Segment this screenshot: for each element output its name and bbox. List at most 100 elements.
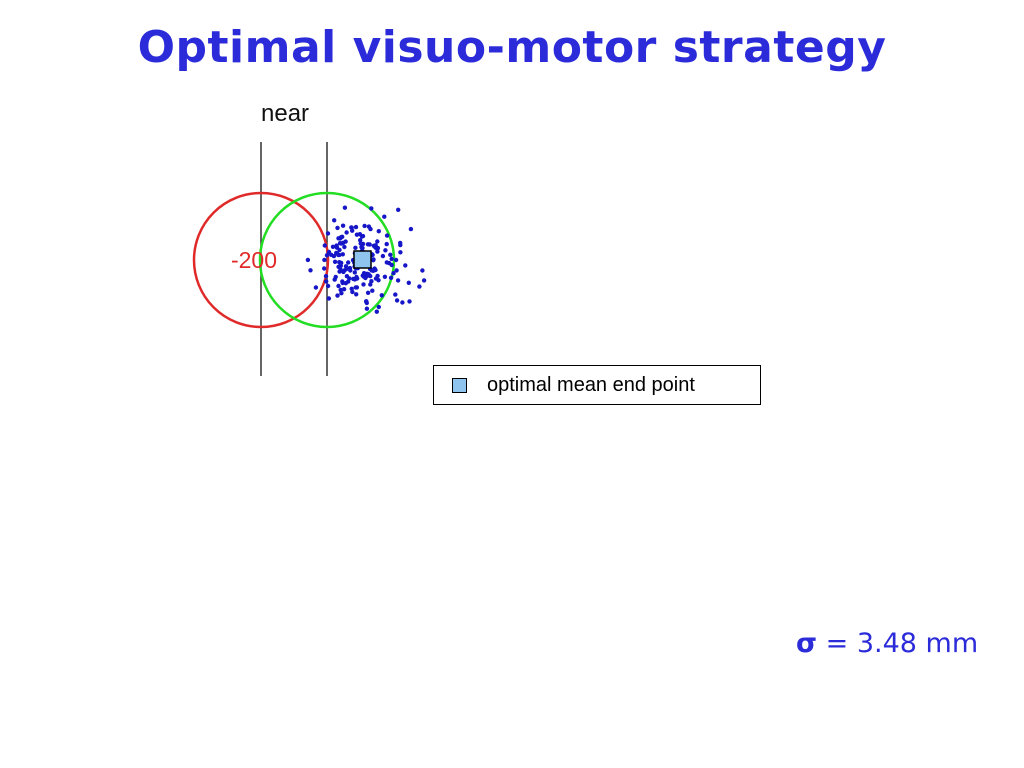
end-point [394, 268, 399, 273]
end-point [406, 280, 411, 285]
end-point [382, 274, 388, 279]
end-point [322, 257, 327, 263]
end-point [403, 263, 408, 268]
end-point [375, 239, 380, 244]
end-point [398, 250, 403, 255]
penalty-label: -200 [231, 247, 277, 273]
end-point [354, 274, 359, 280]
end-point [325, 231, 331, 236]
end-point [373, 267, 378, 273]
end-point [398, 240, 403, 246]
end-point [383, 248, 388, 253]
end-point [354, 292, 359, 297]
end-point [420, 268, 425, 273]
end-point [359, 244, 364, 250]
end-point [373, 276, 379, 281]
end-point [323, 274, 329, 279]
end-point [362, 223, 367, 229]
end-point [337, 241, 343, 246]
end-point [341, 269, 346, 275]
sigma-readout: σ = 3.48 mm [796, 628, 978, 659]
end-point [353, 224, 359, 230]
end-point [333, 274, 338, 280]
end-point [325, 283, 331, 289]
end-point [322, 266, 327, 271]
slide-title: Optimal visuo-motor strategy [137, 22, 887, 73]
end-point [343, 239, 348, 244]
end-point [344, 230, 349, 235]
end-point [363, 275, 368, 281]
end-point [391, 271, 396, 276]
end-point [400, 300, 405, 305]
end-point [408, 226, 414, 232]
optimal-mean-marker-icon [353, 250, 372, 269]
end-point [375, 249, 380, 254]
end-point [339, 291, 344, 296]
legend-label: optimal mean end point [487, 374, 695, 396]
end-point [322, 243, 327, 248]
end-point [366, 272, 371, 278]
end-point [388, 275, 394, 280]
end-point [330, 244, 336, 249]
end-point [361, 282, 366, 287]
end-point [349, 225, 354, 230]
end-point [354, 285, 360, 290]
legend-box: optimal mean end point [433, 365, 761, 405]
end-point [324, 253, 330, 258]
end-point [370, 288, 375, 293]
end-point [344, 274, 350, 279]
end-point [380, 253, 386, 259]
end-point [308, 268, 313, 273]
end-point [388, 252, 393, 257]
end-point [384, 233, 390, 238]
end-point [336, 252, 341, 258]
sigma-value: = 3.48 mm [825, 628, 979, 659]
end-point [371, 258, 376, 263]
end-point [332, 259, 338, 264]
end-point [369, 206, 374, 211]
end-point [373, 243, 378, 248]
end-point [389, 256, 394, 262]
end-point [369, 279, 374, 284]
end-point [376, 304, 381, 310]
end-point [347, 265, 353, 271]
end-point [379, 293, 384, 298]
end-point [386, 260, 392, 266]
end-point [361, 271, 367, 276]
end-point [305, 257, 311, 263]
end-point [336, 283, 341, 289]
end-point [352, 270, 357, 275]
end-point [343, 264, 349, 269]
legend-swatch-icon [452, 378, 467, 393]
end-point [329, 252, 334, 257]
end-point [396, 207, 401, 212]
end-point [358, 241, 363, 246]
end-point [374, 309, 379, 314]
end-point [395, 278, 401, 283]
end-point [334, 243, 339, 248]
end-point [341, 287, 347, 292]
end-point [359, 234, 365, 239]
end-point [342, 205, 348, 210]
end-point [353, 245, 358, 250]
end-point [337, 247, 342, 253]
end-point [364, 306, 370, 311]
end-point [363, 299, 369, 304]
end-point [340, 223, 346, 228]
end-point [337, 269, 342, 274]
end-point [382, 214, 387, 219]
end-point [335, 293, 340, 298]
end-point [313, 285, 319, 290]
end-point [366, 224, 372, 229]
end-point [332, 218, 337, 223]
end-point [365, 242, 371, 247]
end-points-scatter [305, 205, 427, 314]
end-point [393, 257, 399, 263]
end-point [338, 287, 343, 293]
end-point [407, 299, 412, 304]
penalty-circle [192, 191, 330, 329]
end-point [394, 298, 400, 303]
end-point [417, 284, 422, 289]
end-point [349, 286, 354, 291]
